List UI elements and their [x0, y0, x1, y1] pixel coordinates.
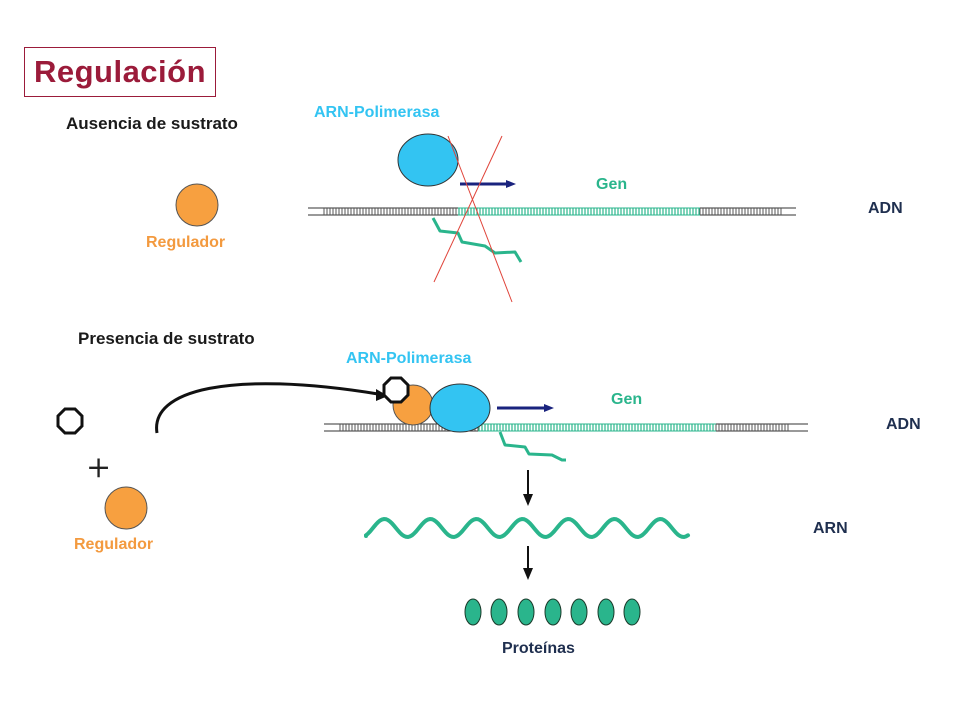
top-polymerase-label: ARN-Polimerasa: [314, 104, 440, 121]
down-arrow-to-proteins: [523, 546, 533, 580]
substrate-octagon-bound: [382, 376, 410, 404]
bottom-dna-label: ADN: [886, 416, 921, 433]
proteins-label: Proteínas: [502, 640, 575, 657]
binding-curved-arrow: [155, 382, 388, 434]
bottom-regulator-label: Regulador: [74, 536, 154, 553]
top-gene-label: Gen: [596, 176, 628, 193]
protein-6: [597, 598, 615, 626]
bottom-dna-strand: [324, 423, 808, 432]
plus-sign: +: [86, 450, 112, 485]
page-title: Regulación: [33, 54, 207, 89]
bottom-polymerase-ellipse: [429, 383, 491, 433]
protein-7: [623, 598, 641, 626]
title-box: Regulación: [24, 47, 216, 97]
down-arrow-to-rna: [523, 470, 533, 506]
protein-5: [570, 598, 588, 626]
protein-2: [490, 598, 508, 626]
bottom-rna-fragment: [498, 431, 566, 462]
protein-group: [464, 598, 641, 626]
blocked-cross: [433, 135, 513, 303]
protein-3: [517, 598, 535, 626]
protein-1: [464, 598, 482, 626]
top-dna-label: ADN: [868, 200, 903, 217]
top-heading: Ausencia de sustrato: [66, 114, 238, 133]
bottom-heading: Presencia de sustrato: [78, 329, 255, 348]
rna-label: ARN: [813, 520, 848, 537]
top-rna-fragment: [431, 217, 523, 263]
bottom-transcription-arrow: [497, 404, 554, 412]
bottom-gene-label: Gen: [611, 391, 643, 408]
top-dna-strand: [308, 207, 796, 216]
bottom-regulator-circle: [104, 486, 148, 530]
top-regulator-label: Regulador: [146, 234, 226, 251]
substrate-octagon-free: [56, 407, 84, 435]
bottom-polymerase-label: ARN-Polimerasa: [346, 350, 472, 367]
mrna-wave: [364, 516, 690, 540]
top-polymerase-ellipse: [397, 133, 459, 187]
top-transcription-arrow: [460, 180, 516, 188]
protein-4: [544, 598, 562, 626]
top-regulator-circle: [175, 183, 219, 227]
